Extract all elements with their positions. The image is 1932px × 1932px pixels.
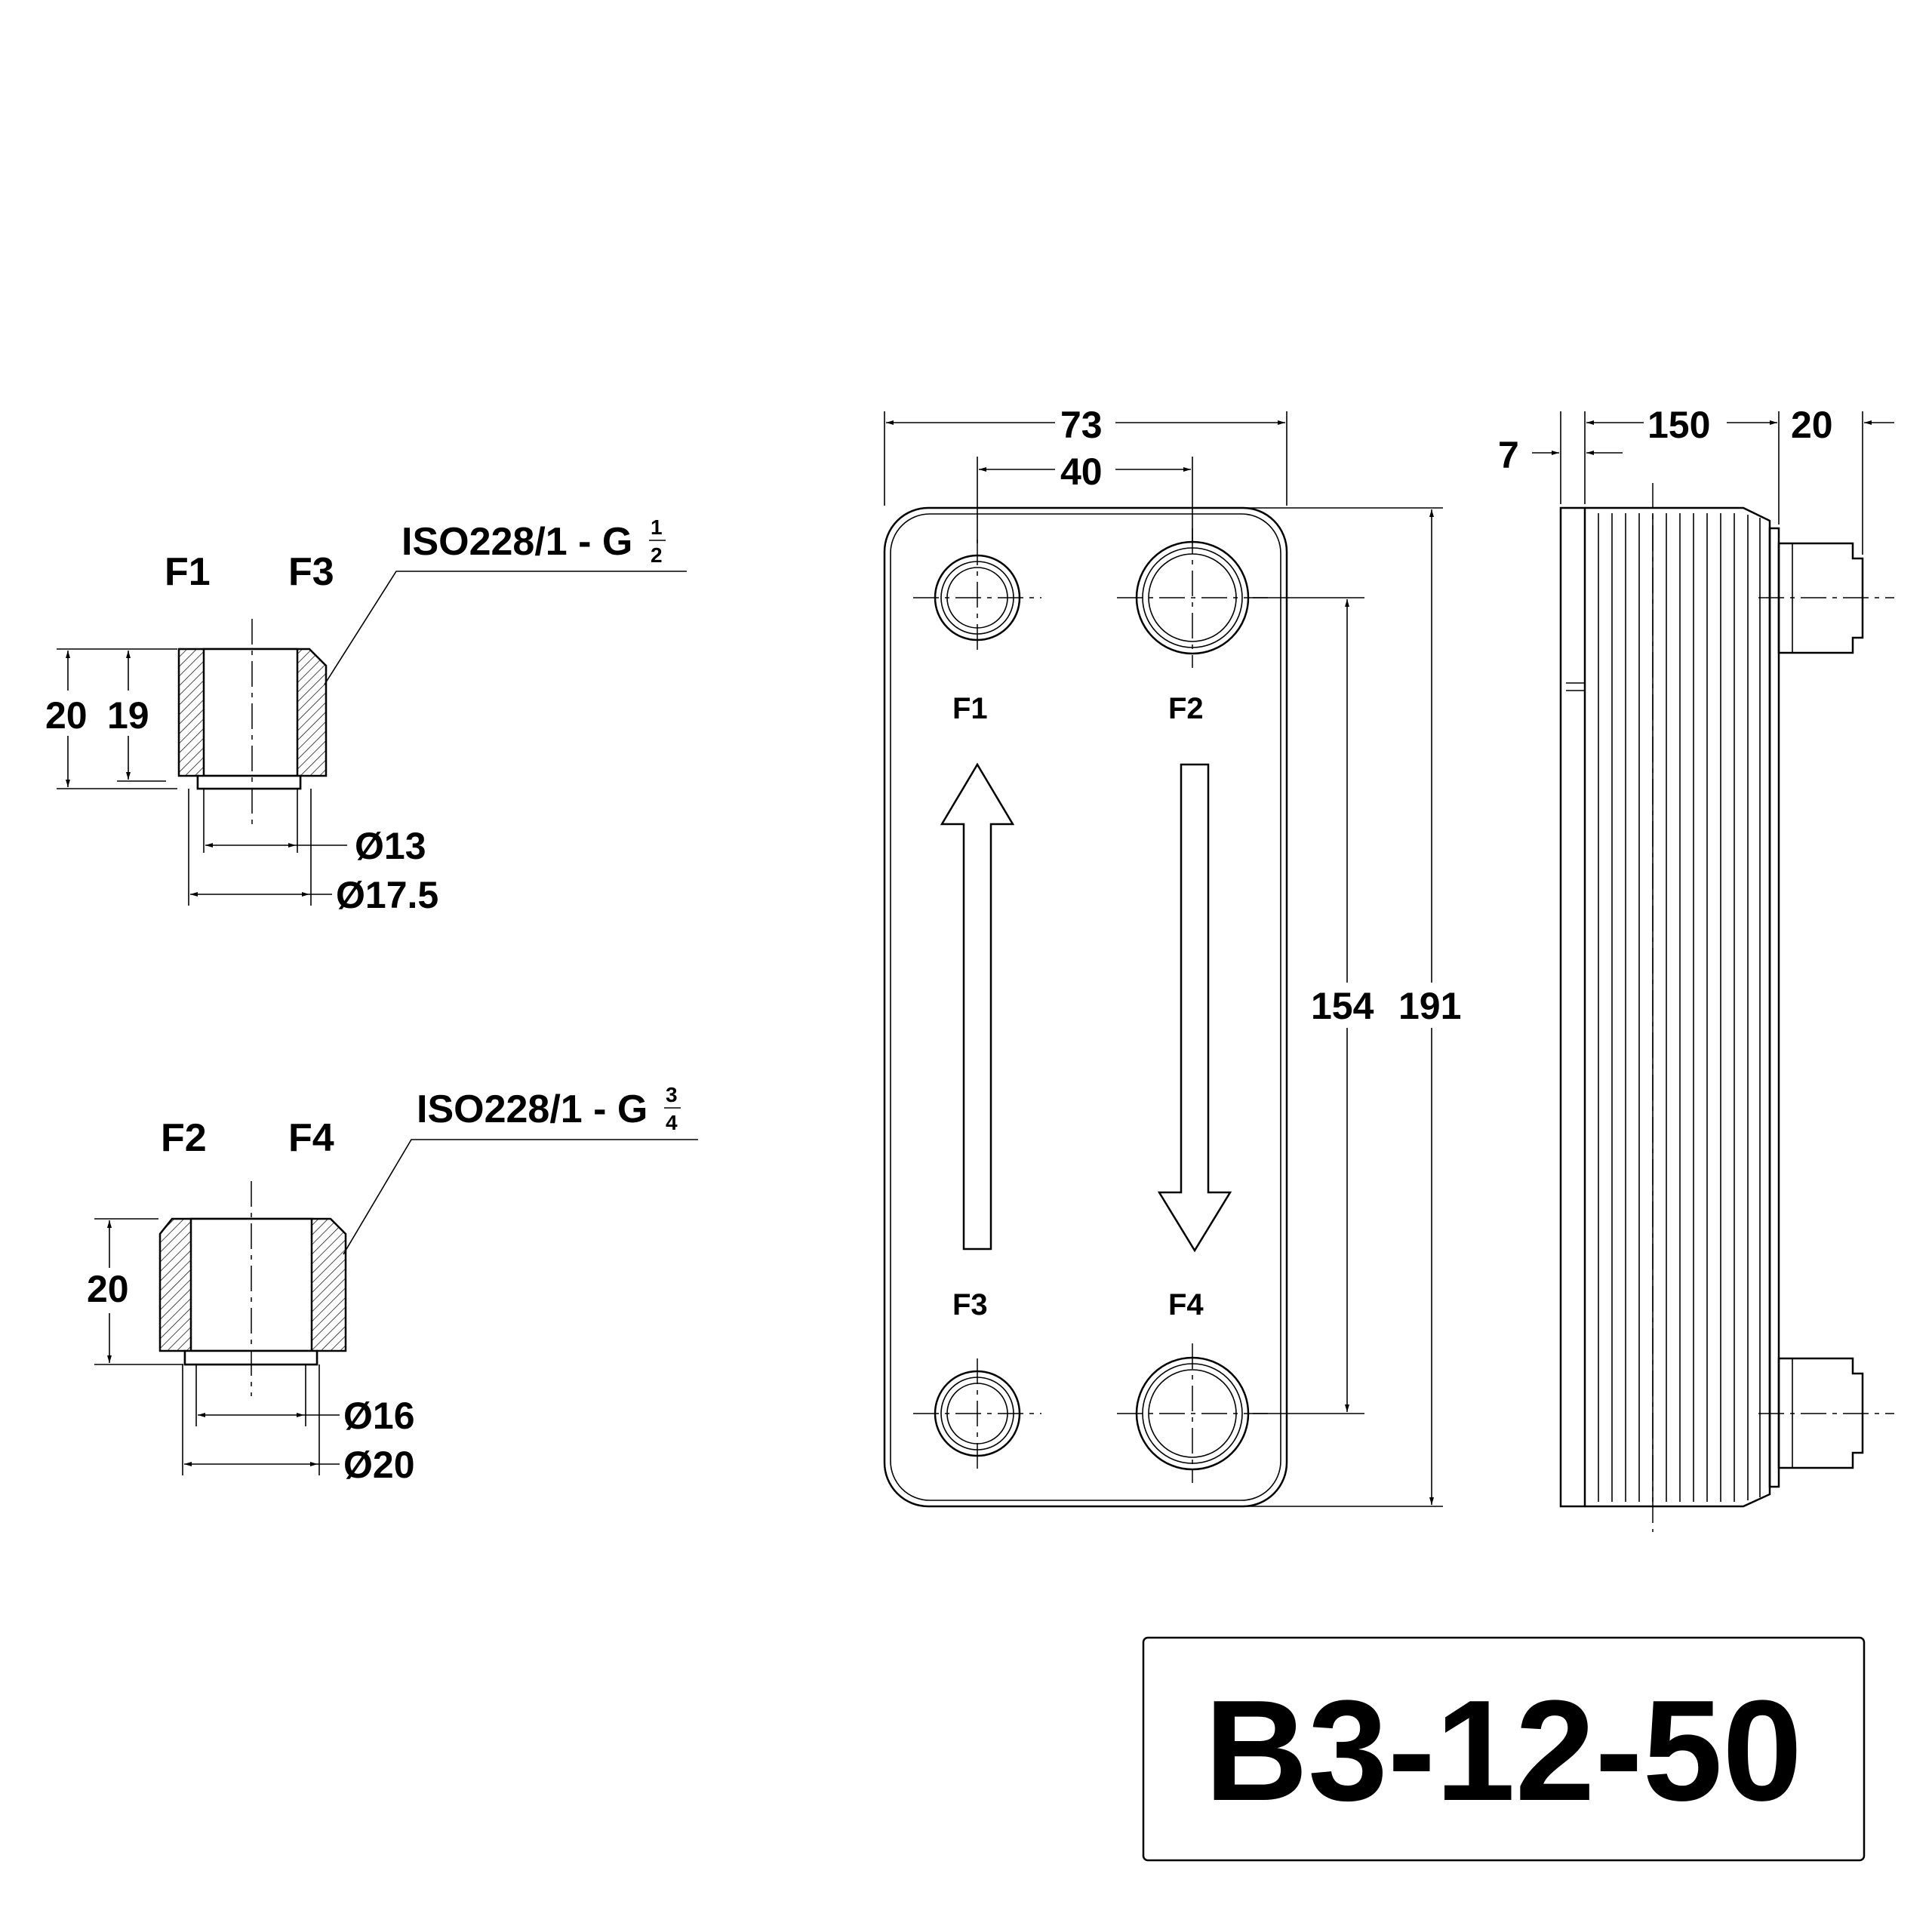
side-plate-lines bbox=[1598, 513, 1761, 1502]
dim-side-depth: 150 bbox=[1647, 404, 1710, 446]
dim-text-mask bbox=[1055, 447, 1115, 491]
dim-fitting-large-outer-dia: Ø20 bbox=[343, 1444, 415, 1486]
fitting-small-bore bbox=[202, 648, 299, 777]
dim-front-port-spacing-x: 40 bbox=[1060, 451, 1103, 493]
dim-fitting-large-height: 20 bbox=[87, 1268, 129, 1310]
fitting-small-thread-denominator: 2 bbox=[651, 543, 663, 567]
plate-outline bbox=[883, 506, 1288, 1508]
port-f2 bbox=[1117, 528, 1268, 668]
title-block-frame bbox=[1142, 1636, 1866, 1862]
thread-leader bbox=[343, 1139, 698, 1255]
fitting-small-thread-spec: ISO228/1 - G bbox=[401, 520, 632, 564]
dim-side-connection: 20 bbox=[1791, 404, 1833, 446]
fitting-large-port-b-label: F4 bbox=[288, 1116, 334, 1160]
thread-leader bbox=[324, 571, 687, 685]
side-end-plate-front bbox=[1559, 506, 1586, 1508]
side-view: 150 20 7 bbox=[1498, 404, 1894, 1532]
side-end-plate-back bbox=[1768, 527, 1780, 1488]
front-port-label-f3: F3 bbox=[952, 1288, 988, 1321]
port-f3 bbox=[913, 1358, 1041, 1472]
fitting-large-thread-denominator: 4 bbox=[666, 1111, 678, 1134]
dim-text-mask bbox=[42, 691, 155, 736]
title-block: B3-12-50 bbox=[1142, 1636, 1866, 1862]
fitting-large-thread-spec: ISO228/1 - G bbox=[417, 1088, 648, 1131]
front-port-label-f1: F1 bbox=[952, 692, 988, 725]
dim-text-mask bbox=[1055, 400, 1115, 444]
fitting-small-seat bbox=[196, 774, 302, 790]
dim-text-mask bbox=[1309, 983, 1468, 1028]
dim-text-mask bbox=[83, 1268, 140, 1313]
fitting-small-port-a-label: F1 bbox=[165, 550, 211, 594]
side-connection-top bbox=[1777, 542, 1864, 654]
model-number: B3-12-50 bbox=[1204, 1671, 1802, 1831]
dim-fitting-small-inner-height: 19 bbox=[107, 694, 149, 737]
fitting-large-thread-numerator: 3 bbox=[666, 1083, 678, 1106]
front-port-label-f4: F4 bbox=[1168, 1288, 1204, 1321]
fitting-small-thread-numerator: 1 bbox=[651, 515, 663, 539]
plate-inner-outline bbox=[890, 513, 1281, 1501]
dim-fitting-small-outer-height: 20 bbox=[45, 694, 88, 737]
dim-front-port-spacing-y: 154 bbox=[1311, 985, 1374, 1027]
fitting-large: F2 F4 ISO228/1 - G 3 4 20 Ø16 Ø20 bbox=[83, 1083, 698, 1486]
front-view: F1 F2 F3 F4 73 40 154 191 bbox=[883, 400, 1468, 1508]
flow-arrow-up bbox=[940, 762, 1015, 1251]
dim-side-plate: 7 bbox=[1498, 434, 1519, 476]
front-port-label-f2: F2 bbox=[1168, 692, 1204, 725]
dim-front-width: 73 bbox=[1060, 404, 1103, 446]
port-f1 bbox=[913, 540, 1041, 653]
dim-fitting-large-inner-dia: Ø16 bbox=[343, 1395, 415, 1437]
dim-fitting-small-inner-dia: Ø13 bbox=[355, 825, 426, 867]
port-f4 bbox=[1117, 1343, 1268, 1483]
side-connection-bottom bbox=[1777, 1357, 1864, 1469]
flow-arrow-down bbox=[1157, 763, 1232, 1253]
dim-fitting-small-outer-dia: Ø17.5 bbox=[336, 874, 438, 916]
dim-front-height: 191 bbox=[1398, 985, 1461, 1027]
fitting-small-port-b-label: F3 bbox=[288, 550, 334, 594]
fitting-small: F1 F3 ISO228/1 - G 1 2 20 19 Ø13 Ø17.5 bbox=[42, 515, 687, 916]
fitting-large-port-a-label: F2 bbox=[161, 1116, 207, 1160]
